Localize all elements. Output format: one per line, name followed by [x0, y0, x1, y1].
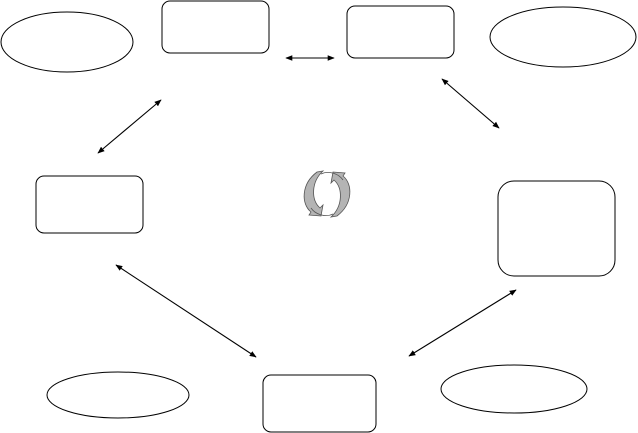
box-top-right-node: [346, 5, 455, 59]
ellipse-top-left-node: [0, 11, 134, 73]
cycle-arrows-icon: [303, 170, 351, 218]
box-top-left-node: [161, 0, 270, 54]
ellipse-bottom-left-node: [46, 371, 190, 419]
cycle-arrow-bottom-edge-icon: [310, 207, 334, 216]
connector-lower-right-arrow: [408, 289, 517, 357]
box-middle-right-node: [497, 180, 616, 277]
cycle-arrow-top-edge-icon: [320, 172, 344, 181]
box-bottom-center-node: [262, 374, 377, 433]
connector-upper-right-arrow: [441, 78, 500, 129]
cycle-arrow-right-icon: [329, 171, 351, 218]
cycle-arrow-left-icon: [303, 170, 325, 217]
box-middle-left-node: [35, 175, 144, 234]
connectors: [97, 55, 517, 358]
connector-upper-left-arrow: [97, 99, 162, 154]
cycle-icon-group: [303, 170, 351, 218]
ellipse-top-right-node: [489, 6, 637, 68]
ellipse-bottom-right-node: [440, 364, 588, 414]
connector-lower-left-arrow: [115, 264, 257, 358]
